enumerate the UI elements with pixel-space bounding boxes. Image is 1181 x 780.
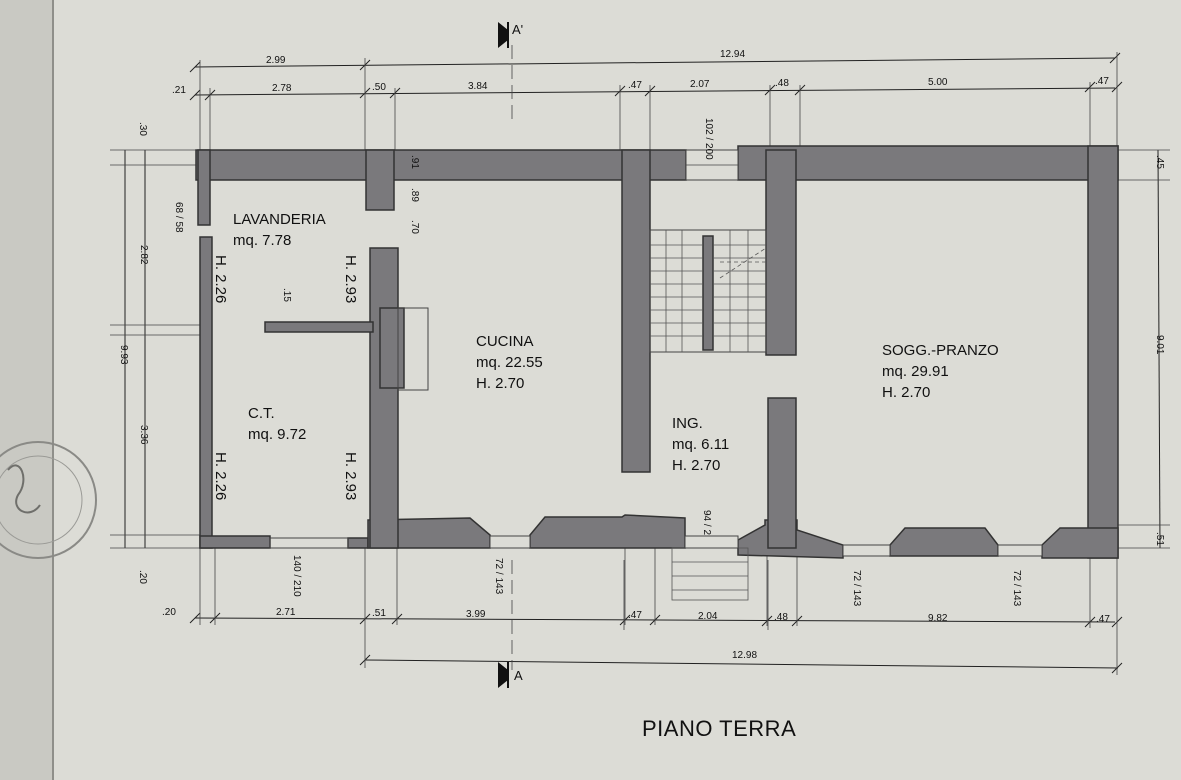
height-lav-right: H. 2.93 [342,255,359,303]
dimension-texts-bottom: .20 2.71 .51 3.99 .47 2.04 .48 9.82 .47 … [162,607,1110,661]
section-marker-bottom: A [498,662,523,688]
stamp [0,441,97,559]
walls [195,145,1119,559]
dim-bottom-2: .51 [372,608,386,619]
bottom-ticks [189,612,1123,674]
dim-bottom-6: .48 [774,612,788,623]
section-label-top: A' [512,22,523,37]
dim-ct-inner: .15 [281,288,292,302]
dimension-texts-right: .45 9.01 .51 [1154,155,1165,546]
dim-top-1: 2.78 [272,83,292,94]
dimension-texts-top: 2.99 12.94 .21 2.78 .50 3.84 .47 2.07 .4… [172,49,1109,96]
dim-bottom-5: 2.04 [698,611,718,622]
room-cucina-height: H. 2.70 [476,375,524,392]
openings [269,535,1043,557]
room-soggiorno-name: SOGG.-PRANZO [882,342,999,359]
dim-window-left: 68 / 58 [173,202,184,233]
room-soggiorno-area: mq. 29.91 [882,363,949,380]
dim-right-0: .45 [1154,155,1165,169]
height-ct-right: H. 2.93 [342,452,359,500]
dim-lav-inner-c: .70 [409,220,420,234]
dimension-lines [110,45,1170,675]
dim-ct-door: 140 / 210 [291,555,302,597]
dim-bottom-3: 3.99 [466,609,486,620]
dim-lav-inner-b: .89 [409,188,420,202]
room-labels: LAVANDERIA mq. 7.78 C.T. mq. 9.72 CUCINA… [233,211,999,474]
dim-cucina-window: 72 / 143 [493,558,504,595]
dim-sogg-window-2: 72 / 143 [1011,570,1022,607]
dim-left-1: 2.82 [138,245,149,265]
room-lavanderia-name: LAVANDERIA [233,211,326,228]
dim-top-0: .21 [172,85,186,96]
dim-top-overall-left: 2.99 [266,55,286,66]
dim-top-4: .47 [628,80,642,91]
drawing-title: PIANO TERRA [642,716,796,741]
room-cucina-name: CUCINA [476,333,534,350]
dim-sogg-window-1: 72 / 143 [851,570,862,607]
entry-top-opening [685,149,739,181]
section-marker-top: A' [498,22,523,48]
dim-bottom-overall: 12.98 [732,650,757,661]
room-ingresso-name: ING. [672,415,703,432]
room-ingresso-area: mq. 6.11 [672,436,729,453]
dim-top-7: 5.00 [928,77,948,88]
dim-top-8: .47 [1095,76,1109,87]
dim-left-2: 9.93 [118,345,129,365]
height-lav-left: H. 2.26 [212,255,229,303]
dim-bottom-0: .20 [162,607,176,618]
dim-bottom-4: .47 [628,610,642,621]
height-ct-left: H. 2.26 [212,452,229,500]
top-ticks [189,52,1123,101]
dimension-texts-left: .30 2.82 9.93 3.36 .20 [118,122,149,584]
dim-bottom-7: 9.82 [928,613,948,624]
room-ct-name: C.T. [248,405,275,422]
room-lavanderia-area: mq. 7.78 [233,232,291,249]
section-label-bottom: A [514,668,523,683]
dim-top-overall: 12.94 [720,49,745,60]
dim-top-2: .50 [372,82,386,93]
dim-top-3: 3.84 [468,81,488,92]
opening-dimension-texts: 102 / 200 68 / 58 .91 .89 .70 .15 140 / … [173,118,1022,607]
dim-right-2: .51 [1154,532,1165,546]
dim-right-1: 9.01 [1154,335,1165,355]
room-ingresso-height: H. 2.70 [672,457,720,474]
dim-bottom-8: .47 [1096,614,1110,625]
room-soggiorno-height: H. 2.70 [882,384,930,401]
dim-top-5: 2.07 [690,79,710,90]
wall-heights: H. 2.26 H. 2.93 H. 2.26 H. 2.93 [212,255,359,500]
dim-left-4: .20 [137,570,148,584]
dim-left-0: .30 [137,122,148,136]
dim-door-top: 102 / 200 [703,118,714,160]
dim-entrance-door: 94 / 237 [701,510,712,547]
dim-lav-inner-a: .91 [409,155,420,169]
staircase [649,229,767,601]
paper-edge [0,0,54,780]
dim-bottom-1: 2.71 [276,607,296,618]
room-ct-area: mq. 9.72 [248,426,306,443]
room-cucina-area: mq. 22.55 [476,354,543,371]
dim-top-6: .48 [775,78,789,89]
dim-left-3: 3.36 [138,425,149,445]
